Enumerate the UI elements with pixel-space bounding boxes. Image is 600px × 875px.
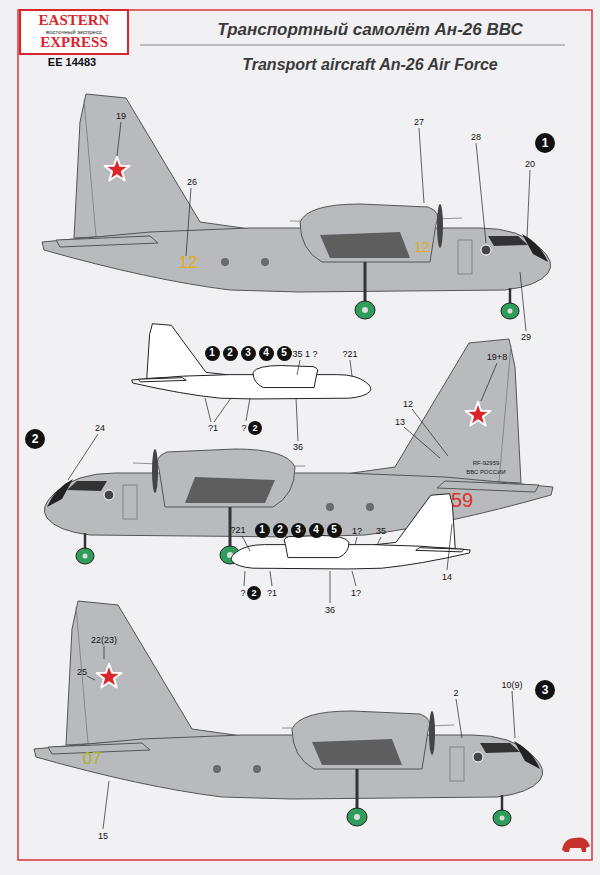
callout-number: 25 (77, 668, 87, 677)
callout-number: 24 (95, 424, 105, 433)
callout-number: ?1 (208, 424, 218, 433)
variant-number: 2 (273, 523, 288, 538)
variant-number-text: 1 (259, 525, 265, 535)
variant-number-text: 2 (227, 348, 233, 358)
callout-number: ?1 (267, 589, 277, 598)
aircraft-marking: 59 (451, 490, 473, 510)
logo-box: EASTERNвосточный экспрессEXPRESS (19, 9, 129, 55)
variant-number: 3 (241, 346, 256, 361)
variant-number-text: 4 (313, 525, 319, 535)
variant-number: 1 (255, 523, 270, 538)
variant-number-text: 3 (295, 525, 301, 535)
subtitle: Transport aircraft An-26 Air Force (242, 57, 497, 73)
variant-number-text: 2 (252, 424, 257, 433)
plan-2 (132, 324, 371, 399)
callout-number: 15 (98, 832, 108, 841)
variant-number: 2 (248, 421, 262, 435)
plan-3 (231, 494, 470, 569)
kit-number: EE 14483 (48, 57, 96, 68)
callout-number: 19 (116, 112, 126, 121)
profile-number: 1 (535, 133, 555, 153)
callout-number: 36 (325, 606, 335, 615)
callout-number: ?21 (342, 350, 357, 359)
leader-lines (68, 122, 530, 829)
profile-3 (34, 601, 543, 826)
variant-number: 5 (327, 523, 342, 538)
variant-number-text: 5 (331, 525, 337, 535)
aircraft-marking: 07 (83, 750, 102, 767)
profile-2 (44, 339, 553, 564)
callout-number: ?21 (230, 526, 245, 535)
variant-number-text: 1 (542, 137, 549, 149)
registration-marking: RF-92959 (473, 460, 500, 466)
variant-number: 3 (291, 523, 306, 538)
callout-number: 27 (414, 118, 424, 127)
bear-logo (562, 838, 590, 853)
callout-number: 29 (521, 333, 531, 342)
callout-number: 2 (453, 689, 458, 698)
variant-number: 4 (259, 346, 274, 361)
title: Транспортный самолёт Ан-26 ВВС (217, 21, 523, 38)
air-force-marking: ВВС РОССИИ (466, 469, 506, 475)
logo-text: EXPRESS (26, 35, 122, 51)
variant-number-text: 2 (251, 589, 256, 598)
profile-1 (42, 94, 551, 319)
logo-text: EASTERN (26, 13, 122, 29)
callout-number: 14 (442, 573, 452, 582)
variant-number-text: 3 (542, 684, 549, 696)
variant-number-text: 2 (32, 433, 39, 445)
variant-number-text: 2 (277, 525, 283, 535)
variant-number: 5 (277, 346, 292, 361)
callout-number: 12 (403, 400, 413, 409)
variant-number: 2 (223, 346, 238, 361)
aircraft-marking: 12 (179, 254, 198, 271)
variant-number: 1 (205, 346, 220, 361)
variant-number-text: 1 (209, 348, 215, 358)
callout-number: 19+8 (487, 353, 507, 362)
callout-number: 26 (187, 178, 197, 187)
profile-number: 2 (25, 429, 45, 449)
profile-number: 3 (535, 680, 555, 700)
callout-number: 20 (525, 160, 535, 169)
variant-number: 2 (247, 586, 261, 600)
callout-number: ? (240, 589, 245, 598)
variant-number-text: 5 (281, 348, 287, 358)
callout-number: 35 (376, 527, 386, 536)
callout-number: ? (241, 424, 246, 433)
callout-number: 35 1 ? (292, 350, 317, 359)
aircraft-marking: 12 (414, 240, 430, 254)
callout-number: 10(9) (501, 681, 522, 690)
variant-number: 4 (309, 523, 324, 538)
variant-number-text: 4 (263, 348, 269, 358)
callout-number: 13 (395, 418, 405, 427)
callout-number: 36 (293, 443, 303, 452)
callout-number: 1? (352, 527, 362, 536)
callout-number: 22(23) (91, 636, 117, 645)
callout-number: 1? (351, 589, 361, 598)
callout-number: 28 (471, 133, 481, 142)
variant-number-text: 3 (245, 348, 251, 358)
